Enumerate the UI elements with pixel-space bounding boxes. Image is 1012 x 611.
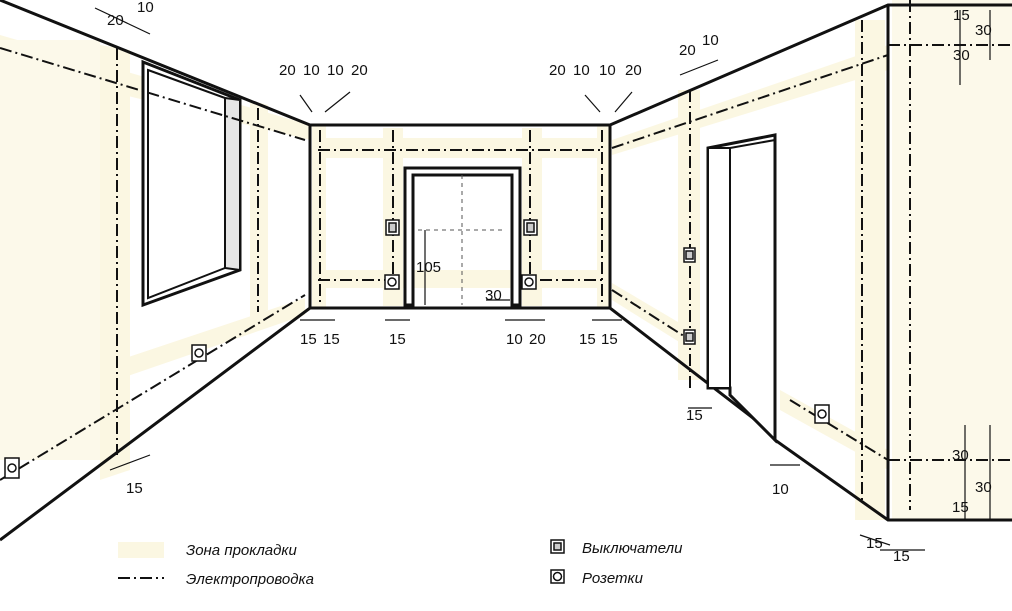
dim-label: 10 (303, 62, 320, 79)
dim-label: 20 (679, 42, 696, 59)
dim-label: 15 (300, 331, 317, 348)
dim-label: 10 (506, 331, 523, 348)
dim-label: 10 (573, 62, 590, 79)
switch-icon (385, 219, 400, 236)
dim-label: 30 (975, 479, 992, 496)
dim-label: 15 (866, 535, 883, 552)
zone-swatch (118, 542, 164, 558)
dim-label: 15 (601, 331, 618, 348)
dim-label: 30 (953, 47, 970, 64)
socket-icon (4, 457, 20, 479)
dim-label: 30 (485, 287, 502, 304)
dimension-labels: 20 10 20 10 10 20 20 10 10 20 20 10 15 3… (107, 0, 992, 565)
wiring-lines (0, 0, 1012, 510)
dim-label: 30 (975, 22, 992, 39)
dim-label: 30 (952, 447, 969, 464)
sockets (4, 274, 830, 479)
socket-icon (521, 274, 537, 290)
dim-label: 20 (351, 62, 368, 79)
dim-label: 15 (893, 548, 910, 565)
dim-label: 10 (702, 32, 719, 49)
switches (385, 219, 696, 345)
socket-icon (191, 344, 207, 362)
dim-label: 10 (772, 481, 789, 498)
socket-icon (814, 404, 830, 424)
socket-icon (384, 274, 400, 290)
dim-label: 10 (137, 0, 154, 16)
dim-label: 20 (529, 331, 546, 348)
legend-switches-label: Выключатели (582, 540, 683, 557)
dim-label: 105 (416, 259, 441, 276)
switch-icon (683, 329, 696, 345)
switch-icon (683, 247, 696, 263)
dimension-leaders (94, 7, 991, 551)
socket-legend-icon (550, 569, 565, 584)
legend-wiring-label: Электропроводка (186, 571, 314, 588)
dim-label: 15 (323, 331, 340, 348)
legend-sockets-label: Розетки (582, 570, 644, 587)
dim-label: 20 (625, 62, 642, 79)
legend: Зона прокладки Электропроводка Выключате… (118, 539, 683, 588)
right-door (706, 133, 777, 444)
dim-label: 15 (686, 407, 703, 424)
laying-zones (0, 0, 1012, 520)
dim-label: 10 (327, 62, 344, 79)
door-guides (418, 175, 505, 305)
dim-label: 15 (126, 480, 143, 497)
dim-label: 15 (579, 331, 596, 348)
dim-label: 20 (549, 62, 566, 79)
dim-label: 15 (952, 499, 969, 516)
dim-label: 15 (953, 7, 970, 24)
switch-icon (523, 219, 538, 236)
dim-label: 20 (107, 12, 124, 29)
switch-legend-icon (550, 539, 565, 554)
legend-zone-label: Зона прокладки (186, 542, 298, 559)
dim-label: 10 (599, 62, 616, 79)
dim-label: 20 (279, 62, 296, 79)
dim-label: 15 (389, 331, 406, 348)
window (141, 59, 242, 308)
